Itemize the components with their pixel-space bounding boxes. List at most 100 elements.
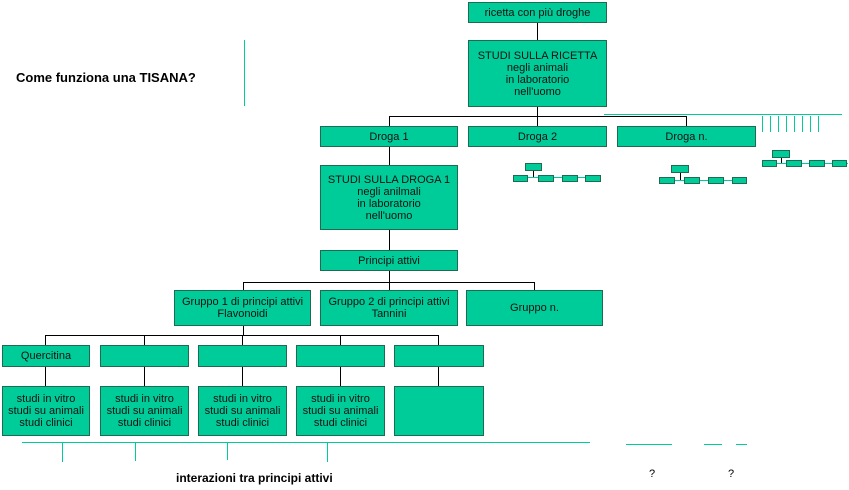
mini-node: [684, 177, 700, 184]
mini-node: [809, 160, 825, 167]
connector: [438, 335, 439, 345]
drug-study-line: negli anilmali: [357, 185, 421, 198]
interaction-line: [626, 444, 672, 445]
study-line: studi su animali: [204, 405, 281, 417]
group-line: Gruppo 2 di principi attivi: [328, 296, 450, 308]
connector: [537, 23, 538, 40]
mini-node: [513, 175, 528, 182]
comb-tick: [786, 116, 787, 132]
study-line: studi clinici: [117, 417, 172, 429]
connector: [389, 230, 390, 250]
connector: [144, 335, 145, 345]
connector: [537, 107, 538, 116]
study-box-3: studi in vitro studi su animali studi cl…: [198, 386, 287, 436]
question-mark: ?: [728, 468, 735, 480]
connector: [45, 367, 46, 386]
recipe-box-label: ricetta con più droghe: [484, 6, 591, 19]
recipe-study-line: STUDI SULLA RICETTA: [477, 49, 598, 62]
comb-tick: [770, 116, 771, 132]
drug-label: Droga n.: [665, 130, 708, 143]
connector: [389, 271, 390, 282]
group-line: Gruppo 1 di principi attivi: [181, 296, 304, 308]
mini-node: [832, 160, 847, 167]
accent-line: [604, 114, 842, 115]
connector: [533, 171, 534, 177]
active-principles-box: Principi attivi: [320, 250, 458, 271]
drug-study-line: STUDI SULLA DROGA 1: [327, 173, 451, 186]
connector: [534, 282, 535, 290]
comb-tick: [802, 116, 803, 132]
drug-study-line: nell'uomo: [365, 209, 413, 222]
comb-tick: [818, 116, 819, 132]
connector: [680, 173, 681, 180]
connector: [243, 282, 244, 290]
compound-label: Quercitina: [20, 350, 72, 362]
mini-node: [562, 175, 578, 182]
study-line: studi in vitro: [311, 393, 370, 405]
interaction-line: [704, 444, 722, 445]
study-line: studi in vitro: [16, 393, 76, 405]
compound-box-5: [394, 345, 484, 367]
compound-box-3: [198, 345, 287, 367]
drug-box-n: Droga n.: [617, 126, 756, 147]
comb-tick: [794, 116, 795, 132]
drug-box-1: Droga 1: [320, 126, 458, 147]
mini-node: [732, 177, 747, 184]
mini-branch: [520, 177, 600, 178]
study-box-1: studi in vitro studi su animali studi cl…: [2, 386, 90, 436]
recipe-study-line: in laboratorio: [505, 73, 570, 86]
group-box-1: Gruppo 1 di principi attivi Flavonoidi: [174, 290, 311, 326]
mini-node: [708, 177, 724, 184]
connector: [389, 147, 390, 165]
mini-branch: [666, 180, 746, 181]
mini-node: [786, 160, 802, 167]
interaction-tick: [135, 442, 136, 461]
connector: [45, 335, 46, 345]
interaction-tick: [62, 442, 63, 462]
study-line: studi su animali: [302, 405, 379, 417]
group-line: Flavonoidi: [217, 308, 268, 320]
interaction-tick: [327, 442, 328, 462]
title-accent-line: [244, 40, 245, 106]
drug-label: Droga 2: [517, 130, 558, 143]
interaction-line: [736, 444, 747, 445]
mini-node: [538, 175, 554, 182]
connector: [389, 282, 390, 290]
interaction-line: [22, 442, 590, 443]
recipe-box: ricetta con più droghe: [468, 2, 607, 23]
mini-node: [585, 175, 601, 182]
compound-box-4: [296, 345, 385, 367]
footer-label: interazioni tra principi attivi: [176, 471, 333, 485]
group-line: Tannini: [371, 308, 407, 320]
connector: [389, 116, 390, 126]
study-line: studi clinici: [313, 417, 368, 429]
drug-box-2: Droga 2: [468, 126, 607, 147]
compound-box-1: Quercitina: [2, 345, 90, 367]
connector: [242, 335, 243, 345]
connector: [243, 326, 244, 335]
study-line: studi clinici: [215, 417, 270, 429]
drug-study-box: STUDI SULLA DROGA 1 negli anilmali in la…: [320, 165, 458, 230]
mini-node: [762, 160, 777, 167]
study-line: studi clinici: [19, 417, 73, 429]
connector: [144, 367, 145, 386]
study-box-5: [394, 386, 484, 436]
mini-node: [671, 165, 689, 173]
mini-branch: [768, 163, 848, 164]
drug-study-line: in laboratorio: [357, 197, 421, 210]
mini-node: [772, 150, 790, 158]
recipe-study-line: nell'uomo: [514, 85, 561, 98]
study-line: studi in vitro: [115, 393, 174, 405]
compound-box-2: [100, 345, 189, 367]
study-box-4: studi in vitro studi su animali studi cl…: [296, 386, 385, 436]
comb-tick: [810, 116, 811, 132]
comb-tick: [778, 116, 779, 132]
connector: [242, 367, 243, 386]
connector: [340, 335, 341, 345]
mini-node: [659, 177, 675, 184]
question-mark: ?: [649, 468, 656, 480]
page-title: Come funziona una TISANA?: [16, 70, 196, 85]
recipe-study-box: STUDI SULLA RICETTA negli animali in lab…: [468, 40, 607, 107]
connector: [340, 367, 341, 386]
